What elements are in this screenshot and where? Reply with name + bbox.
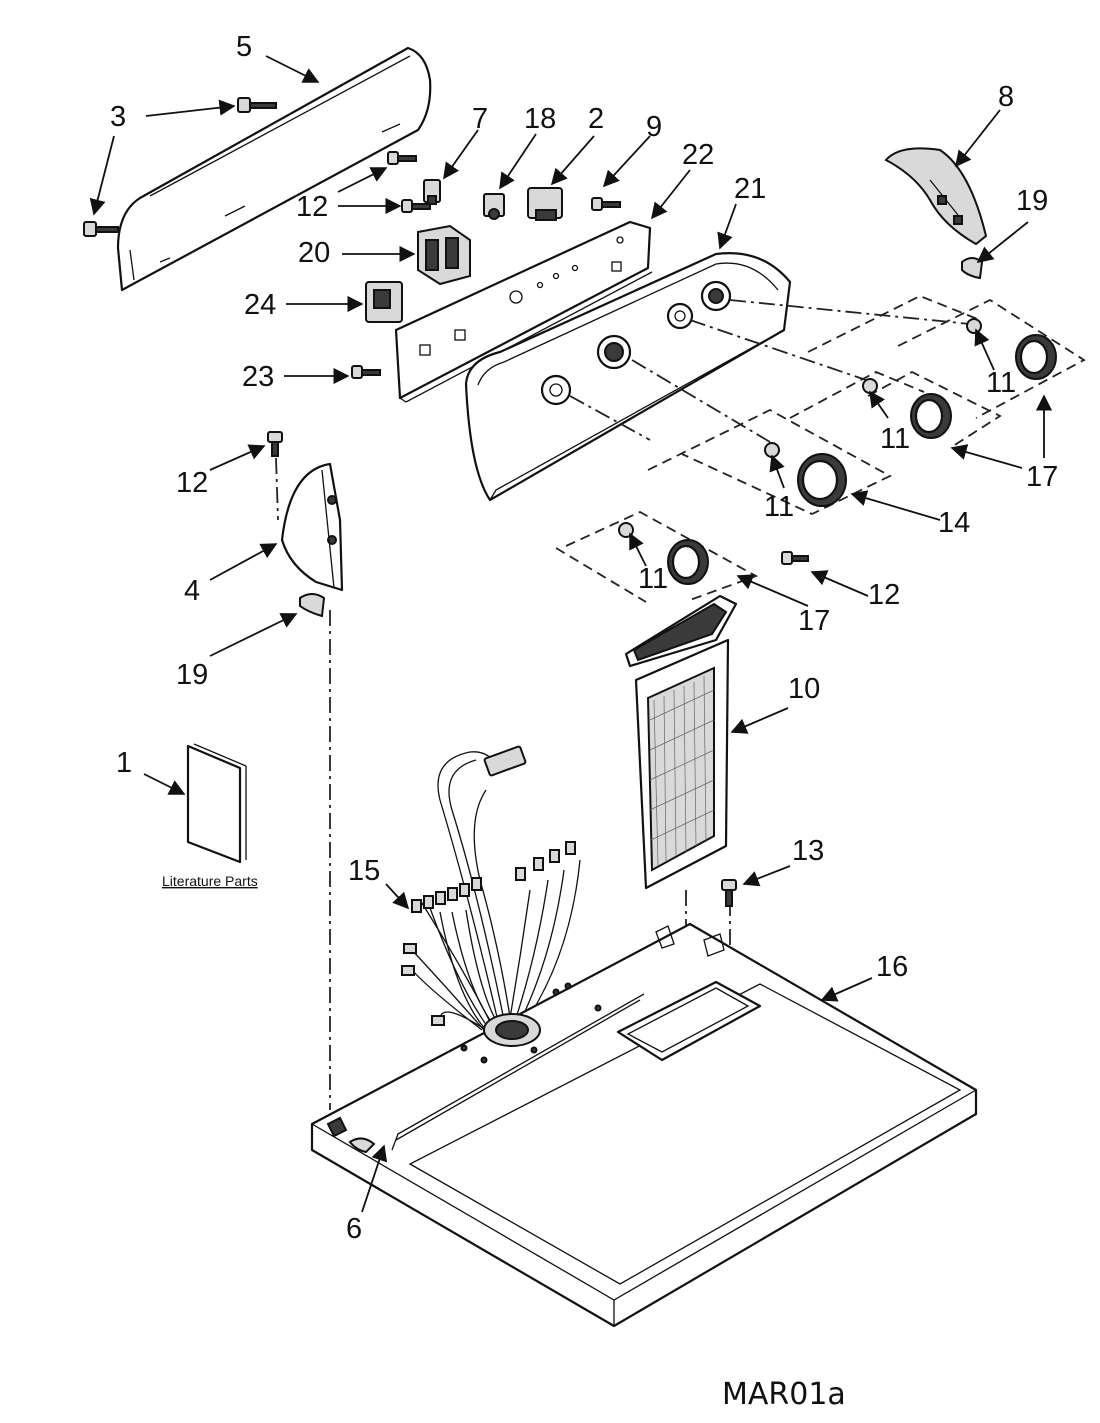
callout-12-c: 12 [868, 579, 900, 611]
callout-9: 9 [646, 111, 662, 143]
knob-17-bottom [555, 510, 759, 603]
callout-17-bottom: 17 [798, 605, 830, 637]
switch-2 [527, 187, 563, 221]
callout-1: 1 [116, 747, 132, 779]
callout-23: 23 [242, 361, 274, 393]
callout-5: 5 [236, 31, 252, 63]
callout-20: 20 [298, 237, 330, 269]
leader-arrows [89, 55, 1053, 1213]
screw-9 [591, 197, 621, 211]
callout-19-left: 19 [176, 659, 208, 691]
callout-7: 7 [472, 103, 488, 135]
callout-18: 18 [524, 103, 556, 135]
callout-15: 15 [348, 855, 380, 887]
callout-14: 14 [938, 507, 970, 539]
rear-console-panel [116, 46, 432, 292]
timer-20 [417, 224, 471, 286]
callout-19-right: 19 [1016, 185, 1048, 217]
callout-16: 16 [876, 951, 908, 983]
callout-10: 10 [788, 673, 820, 705]
callout-21: 21 [734, 173, 766, 205]
screw-3-top [237, 97, 277, 113]
knob-11-b [789, 370, 1002, 449]
literature-booklet: Literature Parts [162, 743, 258, 889]
end-cap-right [884, 147, 988, 246]
screw-3-left [83, 221, 119, 237]
literature-label: Literature Parts [162, 873, 258, 889]
diagram-code: MAR01a [722, 1377, 846, 1412]
knob-17-top-right [807, 295, 1086, 419]
wire-harness [401, 745, 581, 1031]
screw-23 [351, 365, 381, 379]
console-front-panel [464, 252, 792, 502]
control-bracket [394, 220, 653, 403]
callout-4: 4 [184, 575, 200, 607]
callout-13: 13 [792, 835, 824, 867]
switch-18 [483, 193, 505, 220]
screw-12-b [401, 199, 431, 213]
callout-12-d: 12 [176, 467, 208, 499]
callout-24: 24 [244, 289, 276, 321]
end-cap-left [280, 462, 344, 592]
callout-17-right: 17 [1026, 461, 1058, 493]
callout-11-b: 11 [880, 423, 910, 455]
callout-12-a: 12 [296, 191, 328, 223]
lint-screen [624, 594, 738, 890]
callout-2: 2 [588, 103, 604, 135]
screw-12-a [387, 151, 417, 165]
callout-6: 6 [346, 1213, 362, 1245]
callout-11-c: 11 [764, 491, 794, 523]
knob-14-large [647, 408, 892, 515]
switch-24 [365, 281, 403, 323]
callout-3-top: 3 [110, 101, 126, 133]
screw-12-d [267, 431, 283, 457]
callout-8: 8 [998, 81, 1014, 113]
clip-19-left [299, 593, 326, 618]
callout-labels: 5 3 7 18 2 9 22 21 8 19 12 20 24 23 11 1… [110, 31, 1058, 1245]
callout-11-d: 11 [638, 563, 668, 595]
switch-7 [423, 179, 441, 205]
dryer-top-panel [310, 922, 978, 1328]
callout-11-a: 11 [986, 367, 1016, 399]
screw-12-c [781, 551, 809, 565]
screw-13 [721, 879, 737, 907]
callout-22: 22 [682, 139, 714, 171]
